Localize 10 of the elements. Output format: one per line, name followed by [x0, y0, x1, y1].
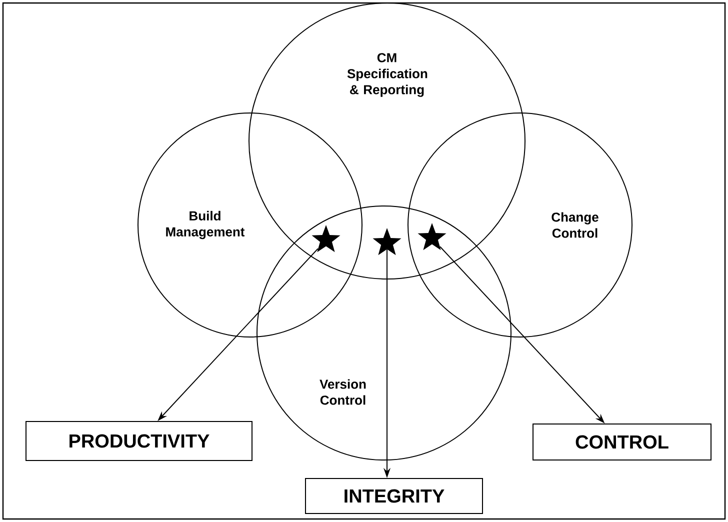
star-icon	[372, 228, 402, 256]
circle-label: Build Management	[166, 210, 245, 240]
outcome-box: CONTROL	[532, 424, 712, 460]
circle-label: CM Specification & Reporting	[347, 53, 428, 97]
circle-label: Change Control	[552, 212, 598, 238]
star-icon	[312, 225, 340, 252]
star-icon	[418, 223, 446, 250]
outcome-box: INTEGRITY	[305, 478, 483, 514]
outcome-box: PRODUCTIVITY	[26, 421, 252, 461]
circle-label: Version Control	[320, 379, 366, 405]
